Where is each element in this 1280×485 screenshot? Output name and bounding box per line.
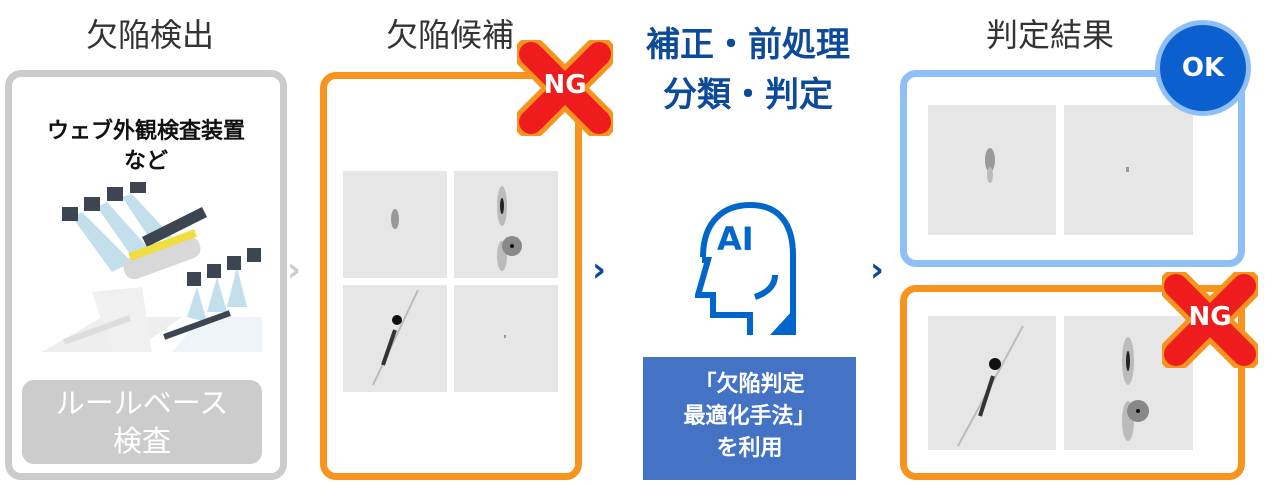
chevron-right-icon: ›	[592, 250, 607, 290]
defect-image	[343, 171, 447, 278]
method-line1: ルールベース	[55, 386, 229, 420]
device-label-line1: ウェブ外観検査装置	[46, 119, 245, 144]
stage-title-detection: 欠陥検出	[85, 16, 214, 54]
detection-panel: ウェブ外観検査装置 など ルールベース 検査	[5, 70, 287, 480]
candidates-panel	[320, 72, 582, 480]
ng-x-icon	[514, 37, 616, 139]
device-label: ウェブ外観検査装置 など	[12, 117, 280, 177]
note-line1: 「欠陥判定	[694, 372, 805, 397]
ok-image	[928, 105, 1056, 235]
ok-image	[1064, 105, 1193, 235]
ok-result-panel	[900, 70, 1245, 267]
ai-head-icon: AI	[694, 200, 805, 340]
device-label-line2: など	[123, 149, 168, 174]
ai-title-line2: 分類・判定	[663, 75, 833, 115]
ok-badge: OK	[1155, 20, 1251, 116]
ng-badge-candidates: NG	[514, 37, 616, 139]
chevron-right-icon: ›	[287, 250, 302, 290]
optimization-method-note: 「欠陥判定 最適化手法」 を利用	[643, 357, 856, 480]
note-line3: を利用	[716, 436, 783, 461]
chevron-right-icon: ›	[870, 250, 885, 290]
ai-process-title: 補正・前処理 分類・判定	[620, 20, 876, 120]
ng-label: NG	[543, 70, 587, 100]
defect-image	[454, 171, 558, 278]
ng-label: NG	[1188, 302, 1232, 332]
defect-image	[343, 285, 447, 392]
ng-x-icon	[1159, 269, 1261, 371]
ng-image	[928, 316, 1056, 450]
defect-image	[454, 285, 558, 392]
ai-title-line1: 補正・前処理	[646, 25, 850, 65]
web-inspection-machine-illustration	[42, 182, 262, 352]
ng-badge-result: NG	[1159, 269, 1261, 371]
method-line2: 検査	[112, 424, 171, 458]
note-line2: 最適化手法」	[683, 404, 816, 429]
ai-icon-label: AI	[717, 220, 754, 258]
stage-title-candidates: 欠陥候補	[385, 16, 514, 54]
rule-based-inspection-label: ルールベース 検査	[22, 380, 262, 464]
stage-title-result: 判定結果	[985, 16, 1114, 54]
